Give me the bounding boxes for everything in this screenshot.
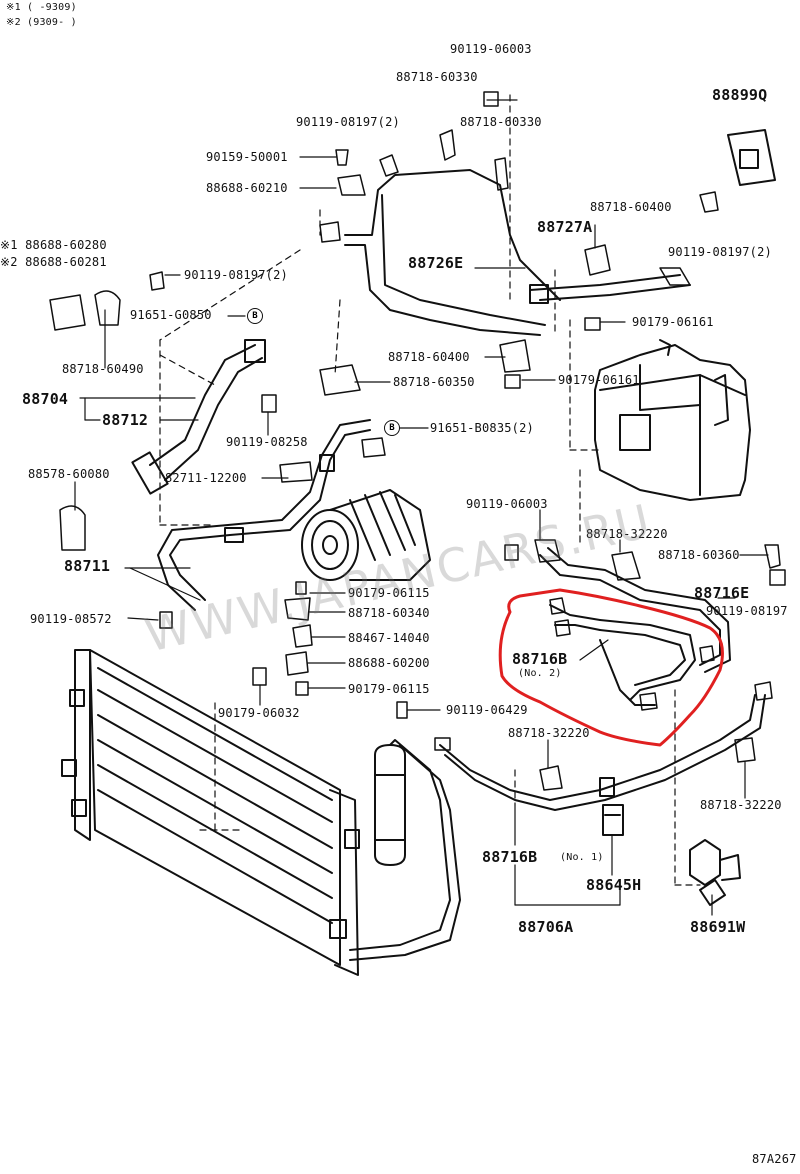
part-label: 88691W [690, 918, 746, 936]
small-parts [49, 91, 786, 791]
part-label: 90119-06429 [446, 703, 528, 717]
part-label: 90119-06003 [450, 42, 532, 56]
evaporator-unit [594, 339, 751, 501]
part-label: 88718-60340 [348, 606, 430, 620]
part-label: 88718-60350 [393, 375, 475, 389]
leader-lines [159, 94, 701, 886]
part-label: 88706A [518, 918, 574, 936]
part-label: 88711 [64, 557, 111, 575]
part-label: 90179-06161 [632, 315, 714, 329]
part-label: 90179-06032 [218, 706, 300, 720]
part-88899Q [727, 129, 776, 186]
note-1: ※1 ( -9309) [6, 2, 77, 13]
pressure-switch-88645H [602, 804, 624, 836]
label-leaders [74, 99, 769, 916]
pipe-88716B-no1 [439, 694, 766, 811]
part-label: 88467-14040 [348, 631, 430, 645]
part-label: 90179-06161 [558, 373, 640, 387]
compressor-drawing [301, 489, 431, 581]
part-label: 90119-06003 [466, 497, 548, 511]
hose-88711 [157, 419, 371, 611]
part-88691W [689, 839, 741, 906]
part-label: ※2 88688-60281 [0, 255, 107, 269]
part-label: 88712 [102, 411, 149, 429]
part-label: (No. 1) [560, 852, 604, 863]
part-label: 88718-60490 [62, 362, 144, 376]
pipe-88716E [539, 547, 731, 706]
part-label: 88645H [586, 876, 642, 894]
part-label: 88718-60330 [396, 70, 478, 84]
note-2: ※2 (9309- ) [6, 17, 77, 28]
part-label: 91651-B0835(2) [430, 421, 534, 435]
connector-b-marker: B [384, 420, 400, 436]
part-label: 88704 [22, 390, 69, 408]
part-label: 88718-60330 [460, 115, 542, 129]
part-label: 90119-08197 [706, 604, 788, 618]
part-label: 90159-50001 [206, 150, 288, 164]
part-label: 88899Q [712, 86, 768, 104]
pipe-88727A [529, 274, 691, 304]
part-label: 91651-G0850 [130, 308, 212, 322]
condenser [61, 649, 360, 976]
part-label: 88688-60210 [206, 181, 288, 195]
part-label: 88718-32220 [508, 726, 590, 740]
highlight-outline [498, 588, 724, 747]
part-label: 88718-32220 [586, 527, 668, 541]
part-label: 90119-08197(2) [184, 268, 288, 282]
part-label: 88718-60360 [658, 548, 740, 562]
part-label: (No. 2) [518, 668, 562, 679]
part-label: 88727A [537, 218, 593, 236]
part-label: 90119-08197(2) [296, 115, 400, 129]
part-label: 88688-60200 [348, 656, 430, 670]
part-label: 90119-08197(2) [668, 245, 772, 259]
part-label: 90119-08572 [30, 612, 112, 626]
part-label: 88716B [482, 848, 538, 866]
part-label: 88716E [694, 584, 750, 602]
connector-b-marker: B [247, 308, 263, 324]
pipe-88726E [344, 169, 561, 336]
part-label: 88726E [408, 254, 464, 272]
part-label: 82711-12200 [165, 471, 247, 485]
part-label: ※1 88688-60280 [0, 238, 107, 252]
part-label: 88578-60080 [28, 467, 110, 481]
part-label: 88718-60400 [388, 350, 470, 364]
part-label: 90179-06115 [348, 586, 430, 600]
part-label: 88716B [512, 650, 568, 668]
part-label: 90119-08258 [226, 435, 308, 449]
receiver-dryer [349, 739, 461, 961]
part-label: 88718-32220 [700, 798, 782, 812]
figure-code: 87A267 [752, 1152, 797, 1166]
part-label: 90179-06115 [348, 682, 430, 696]
hose-88712 [131, 339, 266, 495]
part-label: 88718-60400 [590, 200, 672, 214]
